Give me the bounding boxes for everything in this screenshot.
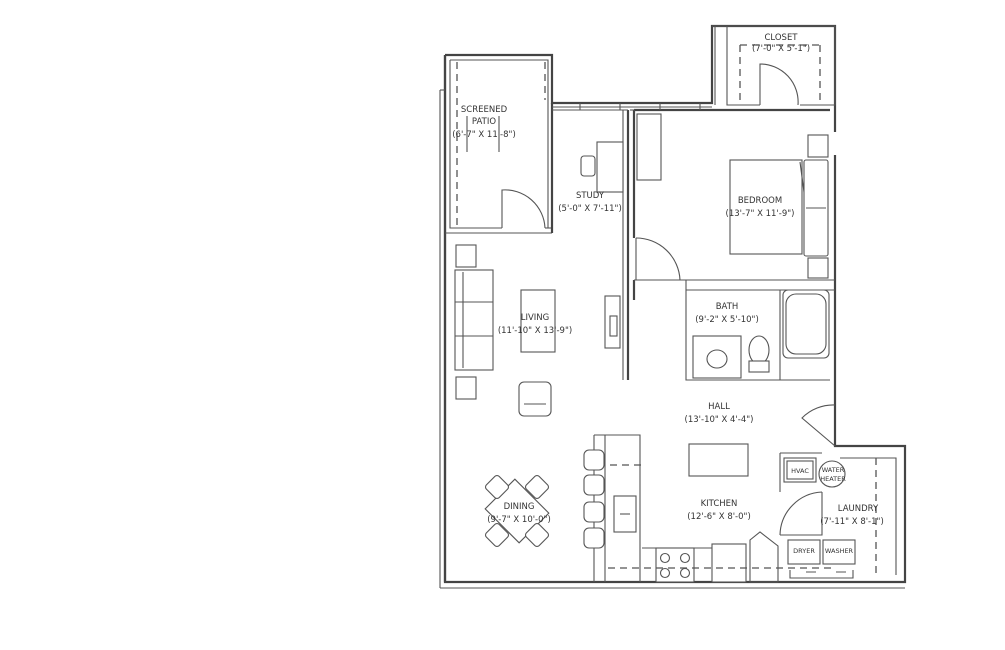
- stove: [655, 547, 695, 583]
- study-label: STUDY: [576, 191, 605, 201]
- bar-stool-2: [583, 474, 605, 496]
- closet-label: CLOSET: [764, 33, 798, 43]
- laundry-dims: (7'-11" X 8'-1"): [820, 517, 884, 527]
- coffee-table: [520, 289, 556, 353]
- hvac-label: HVAC: [791, 467, 809, 475]
- dining-dims: (9'-7" X 10'-0"): [487, 515, 551, 525]
- washer-label: WASHER: [825, 547, 854, 555]
- hall-rug: [688, 443, 749, 477]
- patio-room: SCREENED PATIO (6'-7" X 11'-8"): [445, 59, 552, 234]
- end-table-bottom: [455, 376, 477, 400]
- dining-chair-4: [524, 522, 550, 548]
- end-table-top: [455, 244, 477, 268]
- laundry-label: LAUNDRY: [838, 504, 879, 514]
- dining-room: DINING (9'-7" X 10'-0"): [484, 474, 551, 548]
- bar-stool-1: [583, 449, 605, 471]
- bath-label: BATH: [716, 302, 739, 312]
- nightstand-bottom: [807, 257, 829, 279]
- study-chair: [580, 155, 596, 177]
- patio-label-2: PATIO: [472, 117, 496, 127]
- study-room: STUDY (5'-0" X 7'-11"): [558, 113, 662, 214]
- study-shelf: [636, 113, 662, 181]
- bedroom-room: BEDROOM (13'-7" X 11'-9"): [635, 134, 829, 281]
- dining-chair-1: [484, 474, 510, 500]
- kitchen-label: KITCHEN: [701, 499, 738, 509]
- sofa: [454, 269, 494, 371]
- dining-chair-3: [484, 522, 510, 548]
- dryer: [787, 539, 821, 565]
- dining-label: DINING: [504, 502, 535, 512]
- bar-stool-3: [583, 501, 605, 523]
- patio-dims: (6'-7" X 11'-8"): [452, 130, 516, 140]
- living-label: LIVING: [521, 313, 550, 323]
- bedroom-door[interactable]: [635, 237, 681, 281]
- kitchen-room: KITCHEN (12'-6" X 8'-0"): [583, 434, 835, 583]
- bath-room: BATH (9'-2" X 5'-10"): [692, 289, 830, 379]
- bar-stool-4: [583, 527, 605, 549]
- study-dims: (5'-0" X 7'-11"): [558, 204, 622, 214]
- water-heater: [818, 460, 846, 488]
- dryer-label: DRYER: [793, 547, 815, 555]
- closet-room: CLOSET (7'-0" X 5'-1"): [712, 25, 836, 106]
- bedroom-dims: (13'-7" X 11'-9"): [726, 209, 795, 219]
- bedroom-label: BEDROOM: [738, 196, 782, 206]
- laundry-room: HVAC WATER HEATER DRYER WASHER LAUNDRY (…: [779, 452, 897, 579]
- nightstand-top: [807, 134, 829, 158]
- entry-door[interactable]: [801, 404, 836, 447]
- living-dims: (11'-10" X 13'-9"): [498, 326, 572, 336]
- hall-label: HALL: [708, 402, 730, 412]
- kitchen-dims: (12'-6" X 8'-0"): [687, 512, 751, 522]
- study-desk: [596, 141, 624, 193]
- bed: [729, 159, 803, 255]
- water-heater-label-2: HEATER: [820, 475, 846, 483]
- tv-stand: [604, 295, 621, 349]
- closet-door[interactable]: [759, 63, 799, 106]
- toilet: [748, 335, 770, 365]
- hall-dims: (13'-10" X 4'-4"): [685, 415, 754, 425]
- hvac-unit: [783, 457, 817, 483]
- living-room: LIVING (11'-10" X 13'-9"): [454, 244, 621, 417]
- bath-sink: [706, 349, 728, 369]
- laundry-door[interactable]: [779, 491, 823, 536]
- hall-room: HALL (13'-10" X 4'-4"): [685, 402, 836, 477]
- closet-dims: (7'-0" X 5'-1"): [752, 44, 810, 54]
- bath-dims: (9'-2" X 5'-10"): [695, 315, 759, 325]
- dining-chair-2: [524, 474, 550, 500]
- washer: [822, 539, 856, 565]
- water-heater-label-1: WATER: [822, 466, 845, 474]
- refrigerator: [711, 543, 747, 583]
- armchair: [518, 381, 552, 417]
- patio-door[interactable]: [501, 189, 546, 229]
- patio-label-1: SCREENED: [461, 105, 508, 115]
- bathtub: [782, 289, 830, 359]
